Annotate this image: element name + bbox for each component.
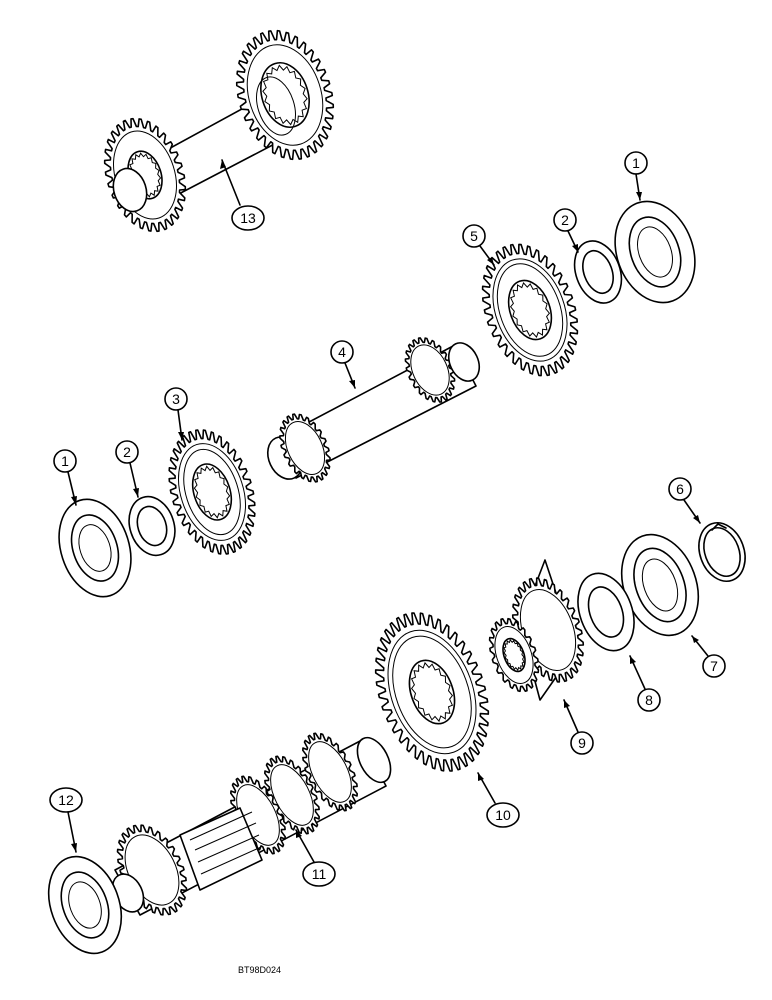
svg-text:9: 9 [578,735,586,751]
part-3-gear [168,429,256,555]
callout-9: 9 [563,699,594,755]
svg-text:13: 13 [240,210,256,226]
gear-teeth [279,413,331,483]
part-8-washer [577,572,635,652]
part-10-gear [374,612,490,772]
gear-rim [308,741,352,803]
callout-13: 13 [220,159,265,231]
gear-rim [178,443,246,541]
svg-text:12: 12 [58,792,74,808]
gear [168,429,256,555]
svg-text:3: 3 [172,391,180,407]
callout-2-left: 2 [115,440,139,498]
part-9-gear [488,559,585,701]
part-11-output-shaft [111,732,392,916]
gear-splines [503,638,525,672]
gear-rim [270,764,314,826]
part-12-bearing [47,855,123,955]
gear-splines [262,64,308,126]
gear-rim [387,629,477,755]
svg-text:1: 1 [61,453,69,469]
svg-text:6: 6 [676,481,684,497]
part-1-bearing-left [58,498,132,598]
gear [481,243,579,377]
gear-rim [246,44,324,146]
part-4-shaft [266,337,481,483]
svg-text:8: 8 [645,692,653,708]
gear-bore [260,62,310,128]
gear [301,732,359,812]
gear-rim [410,344,450,396]
callout-5: 5 [462,224,495,266]
svg-text:2: 2 [561,212,569,228]
callout-12: 12 [49,787,83,853]
callout-1-upper: 1 [624,151,648,201]
gear-splines [193,465,231,519]
gear-teeth [404,337,456,403]
callout-10: 10 [477,772,520,828]
gear [279,413,331,483]
callout-6: 6 [668,477,701,524]
gear [235,29,335,161]
part-1-bearing-upper [614,200,696,304]
svg-text:7: 7 [710,658,718,674]
callout-8: 8 [629,655,661,712]
gear-splines [410,661,454,723]
gear [404,337,456,403]
callout-3: 3 [164,387,188,441]
svg-text:10: 10 [495,807,511,823]
callout-11: 11 [295,829,336,887]
svg-text:4: 4 [338,344,346,360]
part-2-spacer-upper [573,240,623,304]
svg-text:2: 2 [123,444,131,460]
svg-text:5: 5 [470,228,478,244]
gear-rim [284,421,326,475]
part-6-snap-ring [698,522,746,582]
gear [488,617,540,693]
part-13-countershaft-assembly [103,29,335,233]
gear-teeth [301,732,359,812]
svg-text:11: 11 [312,866,327,882]
svg-text:1: 1 [632,155,640,171]
gear-rim [492,258,568,362]
callout-1-left: 1 [53,449,77,506]
part-5-gear [481,243,579,377]
callout-2-upper: 2 [553,208,579,253]
gear [374,612,490,772]
callouts: 13 1 2 5 4 [49,151,726,887]
callout-7: 7 [691,635,726,678]
gear-splines [509,281,551,339]
figure-code: BT98D024 [238,965,281,975]
callout-4: 4 [330,340,356,389]
gear-rim [494,626,534,684]
part-2-spacer-left [128,495,176,557]
gear-bore [507,279,553,341]
